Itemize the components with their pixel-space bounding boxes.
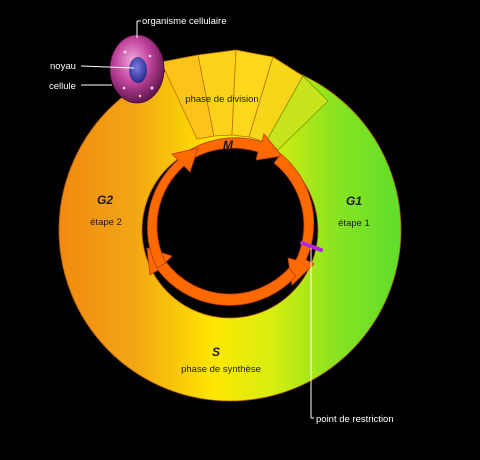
cell-label: cellule [49, 81, 76, 92]
phase-m-name: M [223, 138, 234, 152]
phase-g2-subtitle: étape 2 [90, 217, 122, 228]
restriction-point-label: point de restriction [316, 414, 394, 425]
phase-g2-name: G2 [97, 193, 113, 207]
phase-m-subtitle: phase de division [185, 94, 258, 105]
organelle-dot [150, 86, 154, 90]
phase-s-name: S [212, 345, 220, 359]
nucleus [129, 57, 147, 83]
phase-s-subtitle: phase de synthèse [181, 364, 261, 375]
phase-g1-subtitle: étape 1 [338, 218, 370, 229]
organelle-dot [148, 54, 152, 58]
callout-lines [80, 20, 314, 419]
organelle-dot [123, 50, 127, 54]
restriction-marker [300, 241, 323, 252]
arrow-g2 [147, 147, 199, 269]
cell-illustration [109, 34, 165, 104]
organelle-dot [138, 94, 142, 98]
nucleus-label: noyau [50, 61, 76, 72]
nucleus-callout-line [80, 65, 135, 69]
cycle-arrows [146, 133, 315, 306]
organism-label: organisme cellulaire [142, 16, 226, 27]
phase-g1-name: G1 [346, 194, 362, 208]
m-sector-5 [265, 75, 329, 151]
arrow-s [146, 247, 297, 306]
arrow-m [181, 133, 283, 164]
m-phase-sectors [160, 49, 329, 151]
organelle-dot [122, 86, 126, 90]
